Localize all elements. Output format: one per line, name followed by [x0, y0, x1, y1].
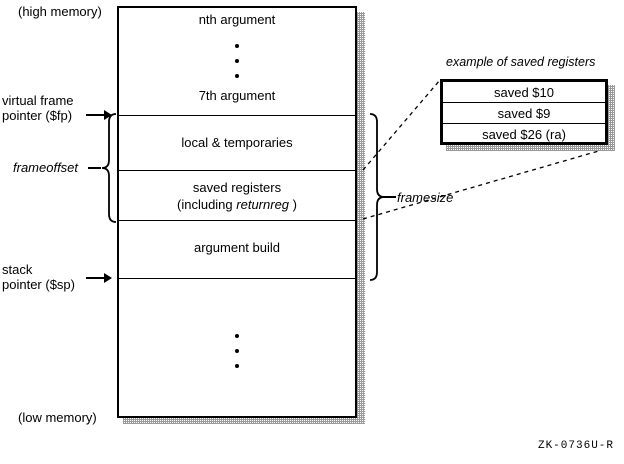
main-box-shadow-bottom — [123, 418, 365, 424]
main-box-shadow-right — [357, 12, 365, 424]
saved-registers-paren-close: ) — [292, 197, 297, 212]
region-label-nth-argument: nth argument — [198, 12, 276, 27]
divider-locals-saved — [117, 170, 357, 171]
region-label-argument-build: argument build — [194, 240, 280, 255]
framesize-label: framesize — [397, 190, 454, 205]
framesize-tick — [383, 196, 396, 198]
detail-box-caption: example of saved registers — [446, 55, 596, 69]
saved-register-row: saved $26 (ra) — [482, 127, 566, 142]
frameoffset-tick — [88, 167, 101, 169]
saved-registers-including: (including — [177, 197, 233, 212]
region-label-saved-registers-line1: saved registers — [192, 180, 282, 195]
detail-box-shadow-bottom — [446, 145, 615, 151]
vfp-arrow-shaft — [86, 114, 106, 116]
ellipsis-bottom — [235, 334, 239, 379]
stack-pointer-label-line1: stack — [2, 262, 33, 277]
ellipsis-top — [235, 44, 239, 89]
document-id: ZK-0736U-R — [537, 440, 614, 452]
frameoffset-label: frameoffset — [13, 160, 79, 175]
divider-sp — [117, 278, 357, 279]
detail-box-shadow-right — [608, 85, 615, 151]
sp-arrow-shaft — [86, 277, 106, 279]
divider-saved-argbuild — [117, 220, 357, 221]
leader-line-lower — [362, 147, 610, 220]
region-label-local-temporaries: local & temporaries — [181, 135, 293, 150]
virtual-frame-pointer-label-line1: virtual frame — [2, 93, 74, 108]
low-memory-label: (low memory) — [18, 410, 97, 425]
saved-register-row: saved $10 — [443, 82, 605, 103]
vfp-arrow-head-icon — [104, 110, 112, 120]
stack-pointer-label-line2: pointer ($sp) — [2, 277, 75, 292]
region-label-saved-registers-line2: (including returnreg ) — [177, 197, 297, 212]
saved-registers-returnreg: returnreg — [236, 197, 290, 212]
high-memory-label: (high memory) — [18, 4, 102, 19]
divider-fp — [117, 115, 357, 116]
virtual-frame-pointer-label-line2: pointer ($fp) — [2, 108, 73, 123]
sp-arrow-head-icon — [104, 273, 112, 283]
saved-register-row: saved $9 — [443, 103, 605, 124]
saved-registers-detail-box: saved $10 saved $9 saved $26 (ra) — [440, 79, 608, 145]
frameoffset-brace-icon — [101, 113, 117, 223]
region-label-7th-argument: 7th argument — [198, 88, 276, 103]
